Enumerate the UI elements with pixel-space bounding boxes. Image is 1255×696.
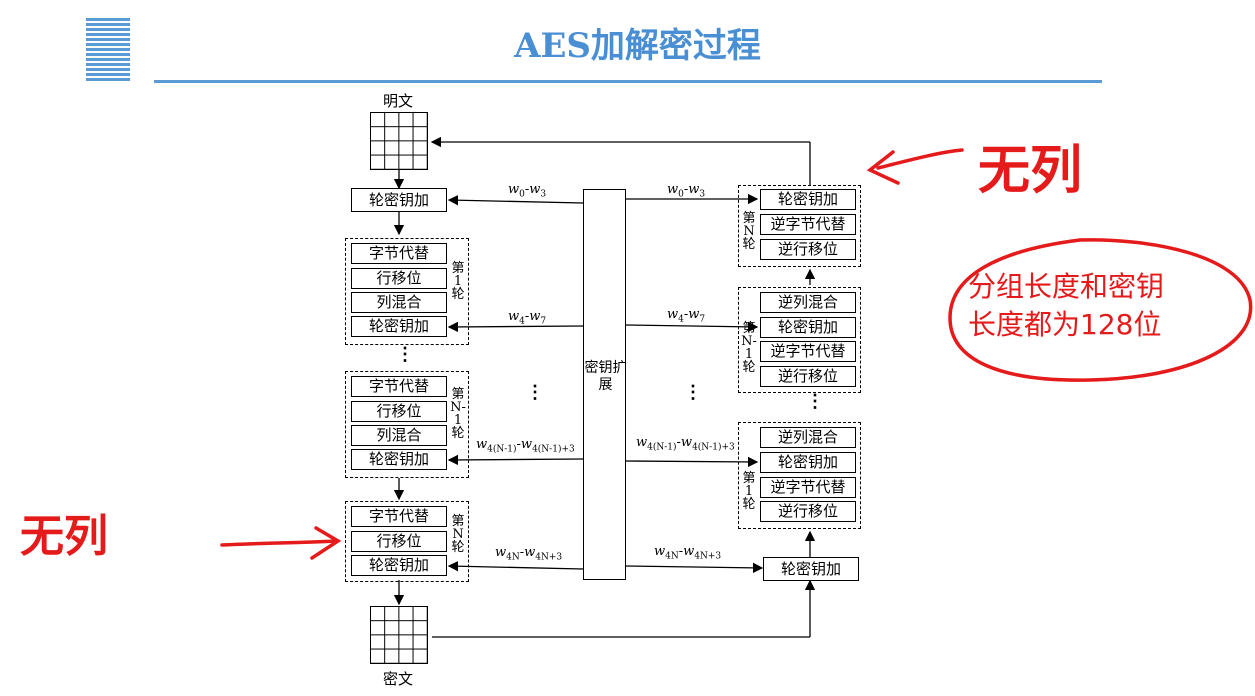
dec-key-ellipsis: ⋮ (684, 382, 702, 403)
dec-key-wn: w4N-w4N+3 (654, 544, 722, 562)
dec-r1-inv-subbytes: 逆字节代替 (760, 477, 856, 498)
dec-key-wn1: w4(N-1)-w4(N-1)+3 (636, 435, 735, 453)
annotation-no-mixcolumns-top: 无列 (978, 141, 1083, 201)
dec-round-n1-group (738, 287, 861, 393)
enc-key-w0-w3: w0-w3 (508, 182, 547, 200)
dec-round-n-group (738, 185, 861, 267)
enc-rn1-add-round-key: 轮密钥加 (351, 449, 447, 470)
dec-key-w0-w3: w0-w3 (667, 182, 706, 200)
dec-rn1-add-round-key: 轮密钥加 (760, 317, 856, 338)
dec-rn1-inv-shiftrows: 逆行移位 (760, 366, 856, 387)
dec-ellipsis: ⋮ (806, 391, 824, 412)
enc-r1-subbytes: 字节代替 (351, 243, 447, 264)
dec-r1-add-round-key: 轮密钥加 (760, 452, 856, 473)
key-expansion-box: 密钥扩展 (583, 189, 627, 580)
dec-rn1-inv-subbytes: 逆字节代替 (760, 341, 856, 362)
dec-final-add-round-key: 轮密钥加 (763, 557, 859, 581)
enc-rn-shiftrows: 行移位 (351, 531, 447, 552)
dec-round-n1-label: 第N-1轮 (741, 321, 757, 375)
enc-round-1-label: 第1轮 (451, 261, 465, 302)
dec-rn-inv-subbytes: 逆字节代替 (760, 214, 856, 235)
enc-round-n1-group (345, 371, 469, 478)
dec-key-w4-w7: w4-w7 (667, 307, 706, 325)
annotation-note-line2: 长度都为128位 (968, 308, 1162, 341)
ciphertext-label: 密文 (383, 670, 414, 688)
dec-rn-add-round-key: 轮密钥加 (760, 189, 856, 210)
enc-round-n1-label: 第N-1轮 (450, 387, 466, 441)
page-title: AES加解密过程 (514, 26, 761, 66)
title-stripes-decoration (86, 18, 130, 81)
enc-r1-add-round-key: 轮密钥加 (351, 316, 447, 337)
enc-rn1-shiftrows: 行移位 (351, 401, 447, 422)
enc-key-wn: w4N-w4N+3 (495, 545, 563, 563)
enc-rn1-subbytes: 字节代替 (351, 376, 447, 397)
enc-rn-add-round-key: 轮密钥加 (351, 555, 447, 576)
ciphertext-state-grid (370, 606, 428, 664)
enc-key-ellipsis: ⋮ (526, 382, 544, 403)
enc-rn1-mixcolumns: 列混合 (351, 425, 447, 446)
dec-round-1-group (738, 422, 861, 529)
dec-rn1-inv-mixcolumns: 逆列混合 (760, 292, 856, 313)
enc-rn-subbytes: 字节代替 (351, 506, 447, 527)
dec-rn-inv-shiftrows: 逆行移位 (760, 239, 856, 260)
plaintext-state-grid (370, 112, 428, 170)
enc-ellipsis: ⋮ (396, 344, 414, 365)
plaintext-label: 明文 (383, 92, 414, 110)
enc-key-wn1: w4(N-1)-w4(N-1)+3 (476, 437, 575, 455)
dec-r1-inv-mixcolumns: 逆列混合 (760, 427, 856, 448)
enc-initial-add-round-key: 轮密钥加 (351, 188, 447, 212)
enc-round-1-group (345, 238, 469, 345)
key-expansion-label: 密钥扩展 (584, 360, 627, 393)
enc-r1-shiftrows: 行移位 (351, 268, 447, 289)
annotation-no-mixcolumns-left: 无列 (20, 511, 108, 562)
title-underline (154, 80, 1102, 83)
annotation-note-line1: 分组长度和密钥 (968, 270, 1165, 303)
enc-round-n-label: 第N轮 (451, 514, 465, 555)
enc-key-w4-w7: w4-w7 (508, 309, 547, 327)
enc-r1-mixcolumns: 列混合 (351, 292, 447, 313)
dec-round-1-label: 第1轮 (742, 471, 756, 512)
dec-round-n-label: 第N轮 (742, 211, 756, 252)
dec-r1-inv-shiftrows: 逆行移位 (760, 501, 856, 522)
enc-round-n-group (345, 501, 469, 582)
